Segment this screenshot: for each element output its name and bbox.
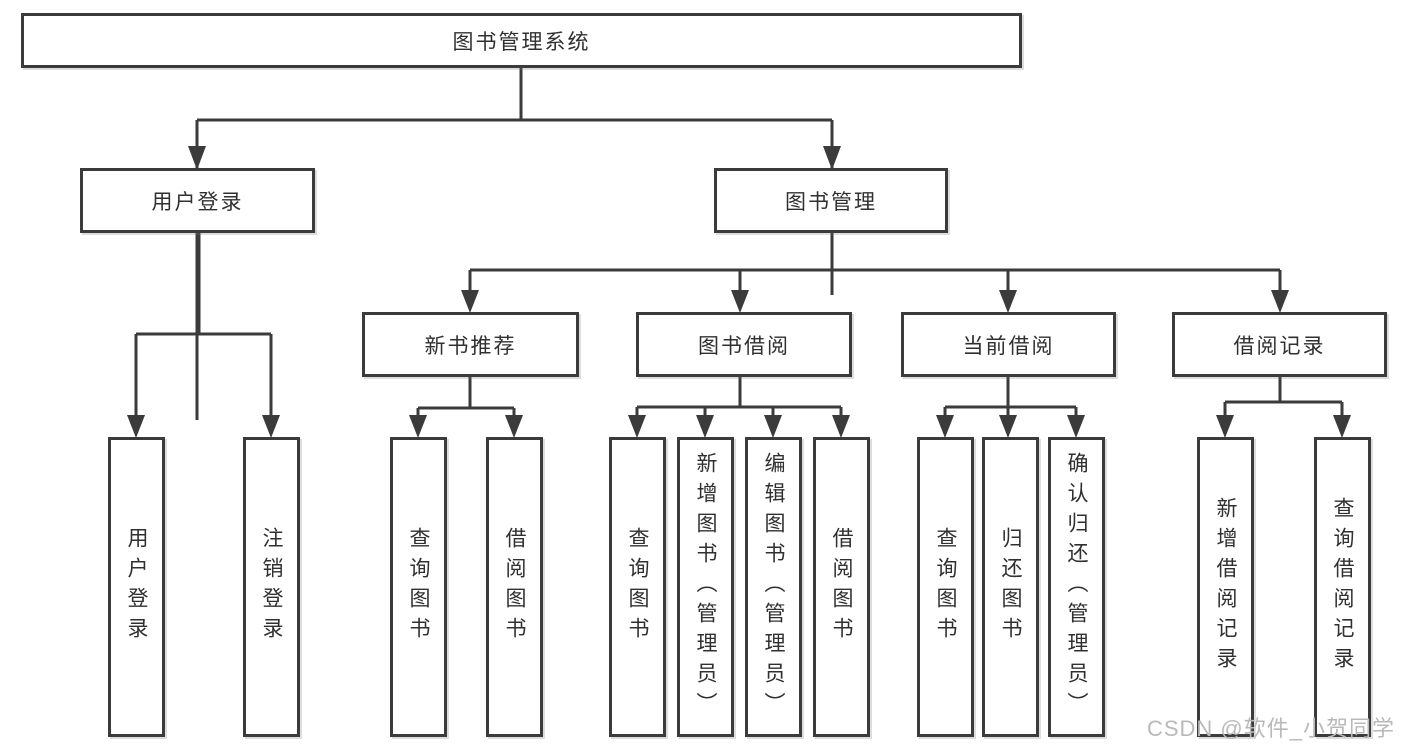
leaf-label: 查询借阅记录 [1331,497,1354,677]
node-label: 借阅记录 [1233,334,1326,358]
leaf-label: 归还图书 [999,527,1022,647]
leaf-user-login: 用户登录 [108,437,165,737]
node-new-book-recommend: 新书推荐 [362,312,579,377]
node-user-login: 用户登录 [80,168,315,233]
leaf-label: 借阅图书 [830,527,853,647]
leaf-label: 编辑图书（管理员） [762,452,785,722]
node-book-borrow: 图书借阅 [636,312,852,377]
leaf-label: 用户登录 [125,527,148,647]
leaf-edit-books-admin: 编辑图书（管理员） [745,437,802,737]
leaf-confirm-return-admin: 确认归还（管理员） [1048,437,1105,737]
leaf-label: 新增图书（管理员） [694,452,717,722]
node-label: 当前借阅 [962,334,1055,358]
leaf-borrow-books: 借阅图书 [486,437,543,737]
leaf-query-books: 查询图书 [609,437,666,737]
leaf-label: 新增借阅记录 [1214,497,1237,677]
leaf-label: 借阅图书 [503,527,526,647]
leaf-label: 查询图书 [934,527,957,647]
node-label: 新书推荐 [424,334,517,358]
leaf-label: 查询图书 [626,527,649,647]
leaf-logout: 注销登录 [243,437,300,737]
leaf-label: 查询图书 [407,527,430,647]
node-label: 图书管理 [785,190,877,214]
node-label: 图书借阅 [698,334,790,358]
node-borrow-records: 借阅记录 [1172,312,1387,377]
leaf-borrow-books: 借阅图书 [813,437,870,737]
node-current-borrow: 当前借阅 [901,312,1116,377]
leaf-add-borrow-record: 新增借阅记录 [1197,437,1254,737]
leaf-return-books: 归还图书 [982,437,1039,737]
node-library-management-system: 图书管理系统 [21,13,1022,68]
leaf-query-books: 查询图书 [917,437,974,737]
node-label: 用户登录 [151,190,244,214]
node-label: 图书管理系统 [452,30,591,54]
leaf-label: 确认归还（管理员） [1065,452,1088,722]
leaf-add-books-admin: 新增图书（管理员） [677,437,734,737]
leaf-label: 注销登录 [260,527,283,647]
leaf-query-books: 查询图书 [390,437,447,737]
leaf-query-borrow-record: 查询借阅记录 [1314,437,1371,737]
node-book-management: 图书管理 [714,168,948,233]
